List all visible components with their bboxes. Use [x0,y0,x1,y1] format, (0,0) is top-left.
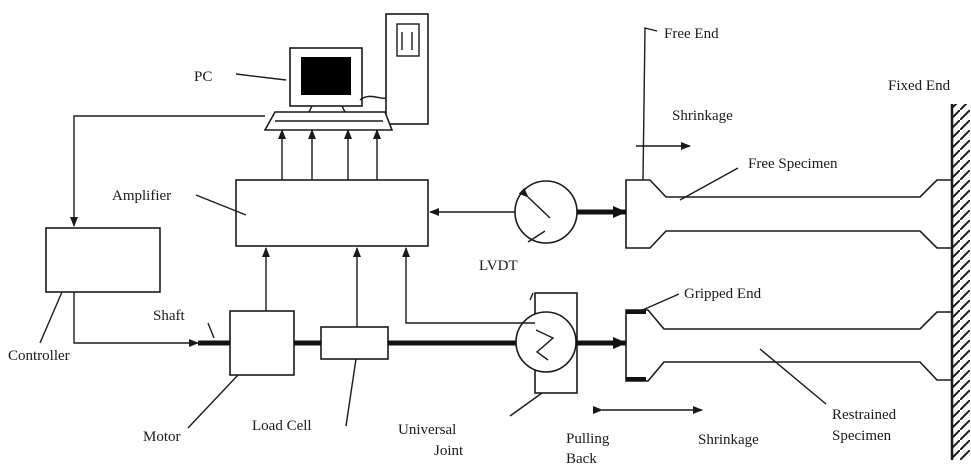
restrained-specimen-label-line1: Restrained [832,407,897,423]
shrinkage-top-label: Shrinkage [672,108,733,124]
restrained-specimen-label-line2: Specimen [832,428,892,444]
lvdt [514,180,578,244]
motor-label: Motor [143,429,181,445]
pulling-back-label-line2: Back [566,451,597,466]
load-cell-label: Load Cell [252,418,312,434]
shrinkage-bottom-label: Shrinkage [698,432,759,448]
lvdt-label: LVDT [479,258,518,274]
controller-label: Controller [8,348,70,364]
pc-tower [385,13,429,125]
restrained-specimen [625,309,953,382]
pc [263,13,429,131]
signal-arrows [70,115,703,414]
shaft-lines [198,206,627,349]
universal-joint-label-line2: Joint [434,443,464,459]
pulling-back-label-line1: Pulling [566,431,610,447]
motor-box [229,310,295,376]
gripped-end-label: Gripped End [684,286,762,302]
load-cell-box [320,326,389,360]
free-end-label: Free End [664,26,719,42]
pc-monitor [289,47,363,115]
leader-lines [39,27,827,429]
labels: PC Free End Fixed End Shrinkage Free Spe… [8,26,951,466]
fixed-end-wall [950,104,970,460]
pc-keyboard [263,111,394,131]
amplifier-box [235,179,429,247]
free-specimen [625,179,953,249]
universal-joint [515,292,578,394]
pc-label: PC [194,69,212,85]
shaft-label: Shaft [153,308,185,324]
controller-box [45,227,161,293]
free-specimen-label: Free Specimen [748,156,838,172]
fixed-end-label: Fixed End [888,78,951,94]
amplifier-label: Amplifier [112,188,171,204]
universal-joint-label-line1: Universal [398,422,456,438]
